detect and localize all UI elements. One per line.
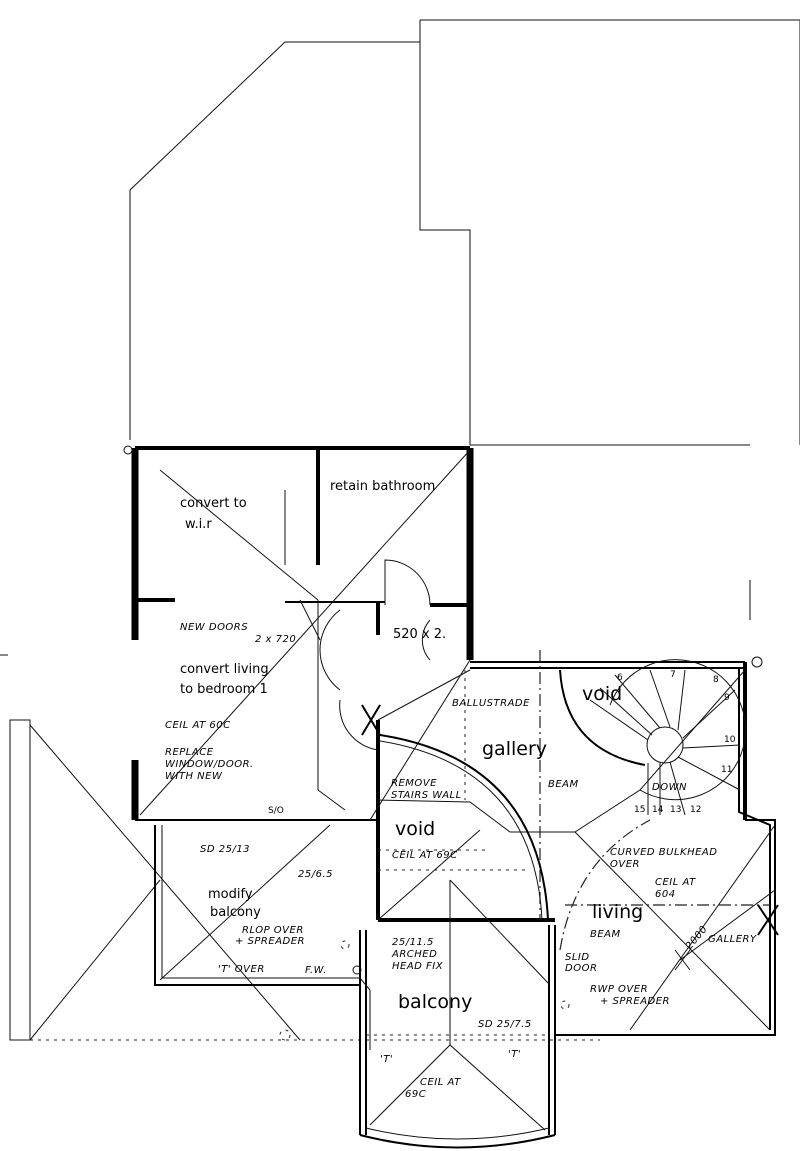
- note-25-65: 25/6.5: [298, 869, 333, 880]
- note-rlop: RLOP OVER: [242, 925, 304, 936]
- doors: [319, 559, 431, 751]
- note-slid-2: DOOR: [565, 963, 597, 974]
- note-down: DOWN: [652, 782, 687, 793]
- note-rlop-2: + SPREADER: [235, 936, 305, 947]
- note-ceil-69b-2: 69C: [405, 1089, 426, 1100]
- label-balcony: balcony: [398, 991, 472, 1013]
- note-beam-2: BEAM: [590, 929, 621, 940]
- note-t-2: 'T': [508, 1049, 521, 1060]
- note-remove: REMOVE: [391, 778, 437, 789]
- note-door-size: 520 x 2.: [393, 627, 446, 642]
- stair-number: 6: [617, 673, 623, 683]
- stair-number: 7: [670, 670, 676, 680]
- ceiling-diagonals: [139, 449, 776, 1131]
- note-fw: F.W.: [305, 965, 327, 976]
- label-void-mid: void: [395, 818, 435, 840]
- note-new-doors-size: 2 x 720: [255, 634, 296, 645]
- stair-number: 12: [690, 805, 701, 815]
- note-ceil-69b: CEIL AT: [420, 1077, 461, 1088]
- stair-number: 15: [634, 805, 645, 815]
- note-new-doors: NEW DOORS: [180, 622, 248, 633]
- spiral-stair: [559, 659, 746, 816]
- note-ceil-604-2: 604: [655, 889, 676, 900]
- note-replace: REPLACE: [165, 747, 214, 758]
- note-t-over: 'T' OVER: [218, 964, 265, 975]
- label-void-top: void: [582, 683, 622, 705]
- note-arched: 25/11.5: [392, 937, 434, 948]
- note-so: S/O: [268, 806, 284, 816]
- stair-number: 10: [724, 735, 736, 745]
- note-gallery: GALLERY: [708, 934, 757, 945]
- stair-number: 8: [713, 675, 719, 685]
- site-boundary: [0, 19, 800, 656]
- note-ceil-60: CEIL AT 60C: [165, 720, 231, 731]
- label-wir: convert to: [180, 496, 247, 511]
- label-wir-2: w.i.r: [185, 517, 212, 532]
- label-bathroom: retain bathroom: [330, 479, 435, 494]
- note-arched-3: HEAD FIX: [392, 961, 444, 972]
- note-sd-25-13: SD 25/13: [200, 844, 250, 855]
- note-replace-3: WITH NEW: [165, 771, 223, 782]
- note-beam-1: BEAM: [548, 779, 579, 790]
- walls: [131, 446, 776, 1149]
- note-ceil-69: CEIL AT 69C: [392, 850, 458, 861]
- note-remove-2: STAIRS WALL: [391, 790, 462, 801]
- label-modify-2: balcony: [210, 905, 261, 920]
- note-sd-25-75: SD 25/7.5: [478, 1019, 532, 1030]
- stair-number: 13: [670, 805, 681, 815]
- x-marks: [361, 704, 779, 971]
- stair-number: 11: [721, 765, 732, 775]
- stair-number: 9: [724, 693, 730, 703]
- label-gallery: gallery: [482, 738, 547, 760]
- note-rwp: RWP OVER: [590, 984, 648, 995]
- stair-number: 14: [652, 805, 664, 815]
- label-living: living: [592, 901, 643, 923]
- neighbour-structure: [9, 719, 600, 1041]
- label-bedroom: convert living: [180, 662, 269, 677]
- note-arched-2: ARCHED: [391, 949, 437, 960]
- note-ceil-604: CEIL AT: [655, 877, 696, 888]
- label-bedroom-2: to bedroom 1: [180, 682, 268, 697]
- note-curved: CURVED BULKHEAD: [610, 847, 717, 858]
- note-t-1: 'T': [380, 1054, 393, 1065]
- label-modify: modify: [208, 887, 253, 902]
- note-curved-2: OVER: [610, 859, 640, 870]
- note-rwp-2: + SPREADER: [600, 996, 670, 1007]
- note-replace-2: WINDOW/DOOR.: [165, 759, 254, 770]
- note-slid: SLID: [565, 952, 590, 963]
- balustrade: [379, 734, 549, 921]
- downpipes: [123, 445, 763, 1041]
- beams: [366, 650, 770, 1036]
- note-balustrade: BALLUSTRADE: [452, 698, 530, 709]
